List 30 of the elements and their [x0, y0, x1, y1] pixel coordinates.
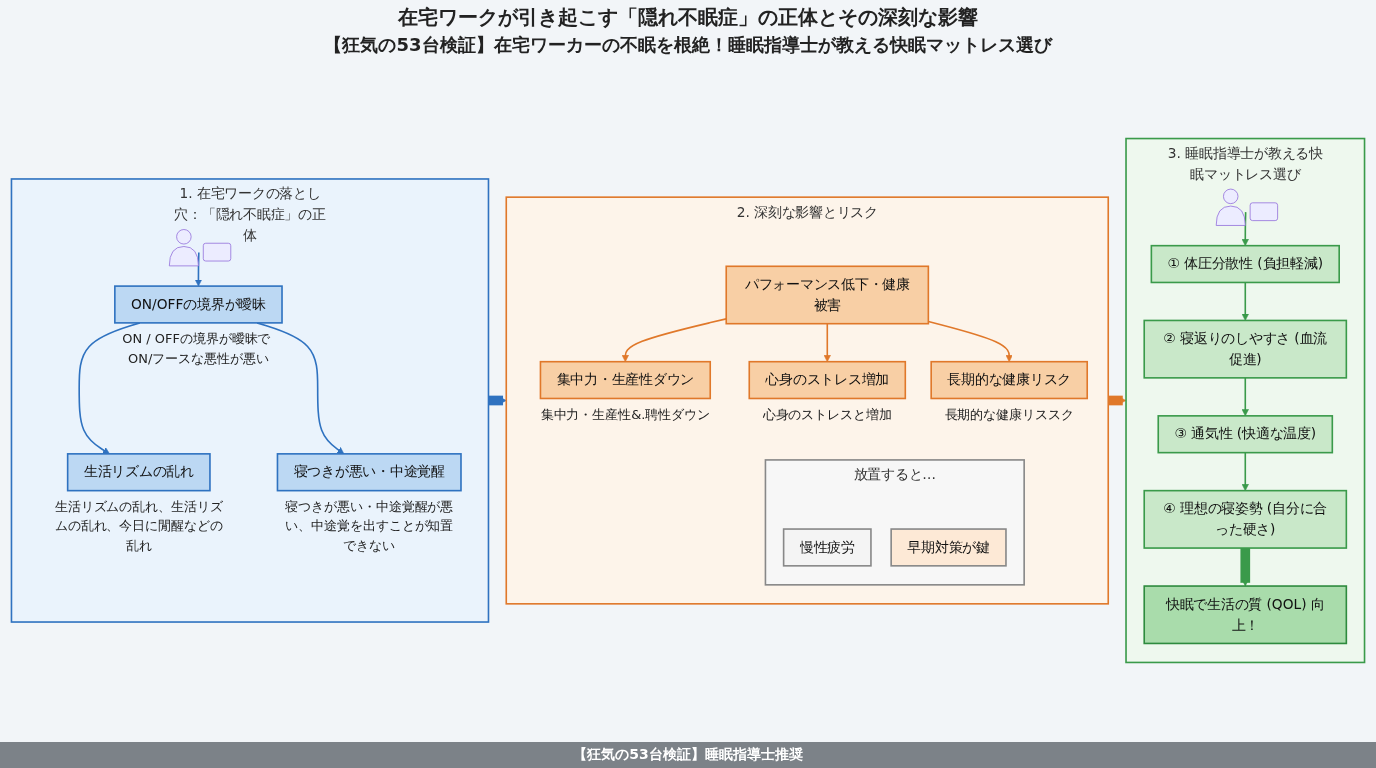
- title: 在宅ワークが引き起こす「隠れ不眠症」の正体とその深刻な影響: [398, 4, 978, 31]
- arrow: [927, 320, 1013, 362]
- node-box: ON/OFFの境界が曖昧: [114, 285, 283, 324]
- arrow: [1241, 377, 1249, 417]
- node-box: 集中力・生産性ダウン: [539, 360, 712, 400]
- arrow: [1241, 281, 1249, 321]
- node-label: 集中力・生産性&.聘性ダウン: [540, 406, 711, 422]
- node-box: 寝つきが悪い・中途覚醒: [276, 453, 462, 492]
- node-box: ③ 通気性 (快適な温度): [1157, 415, 1334, 454]
- node-label: 寝つきが悪い・中途覚醒が悪い、中途覚を出すことが知置できない: [285, 498, 454, 553]
- arrow: [194, 251, 202, 287]
- node-label: 長期的な健康リススク: [944, 406, 1074, 422]
- node-box: パフォーマンス低下・健康被害: [725, 265, 930, 325]
- arrow: [1241, 211, 1249, 246]
- node-box: ① 体圧分散性 (負担軽減): [1150, 244, 1340, 284]
- node-box: 慢性疲労: [782, 528, 872, 567]
- node-label: 心身のストレスと増加: [762, 406, 892, 422]
- subtitle: 【狂気の53台検証】在宅ワーカーの不眠を根絶！睡眠指導士が教える快眠マットレス選び: [324, 33, 1052, 57]
- node-box: 早期対策が鍵: [890, 528, 1007, 567]
- node-box: ② 寝返りのしやすさ (血流促進): [1143, 319, 1348, 379]
- node-box: ④ 理想の寝姿勢 (自分に合った硬さ): [1143, 489, 1348, 549]
- arrow: [1241, 451, 1249, 491]
- caption: 【狂気の53台検証】睡眠指導士推奨: [0, 742, 1376, 768]
- arrow: [823, 322, 831, 362]
- node-box: 心身のストレス増加: [748, 360, 907, 400]
- node-label: ON / OFFの境界が曖昧で ON/フースな悪性が悪い: [122, 330, 271, 366]
- node-box: 長期的な健康リスク: [930, 360, 1089, 400]
- node-label: 生活リズムの乱れ、生活リズムの乱れ、今日に閒醒などの乱れ: [54, 498, 223, 553]
- node-box: 生活リズムの乱れ: [66, 453, 211, 492]
- node-box: 快眠で生活の質 (QOL) 向上！: [1143, 585, 1348, 645]
